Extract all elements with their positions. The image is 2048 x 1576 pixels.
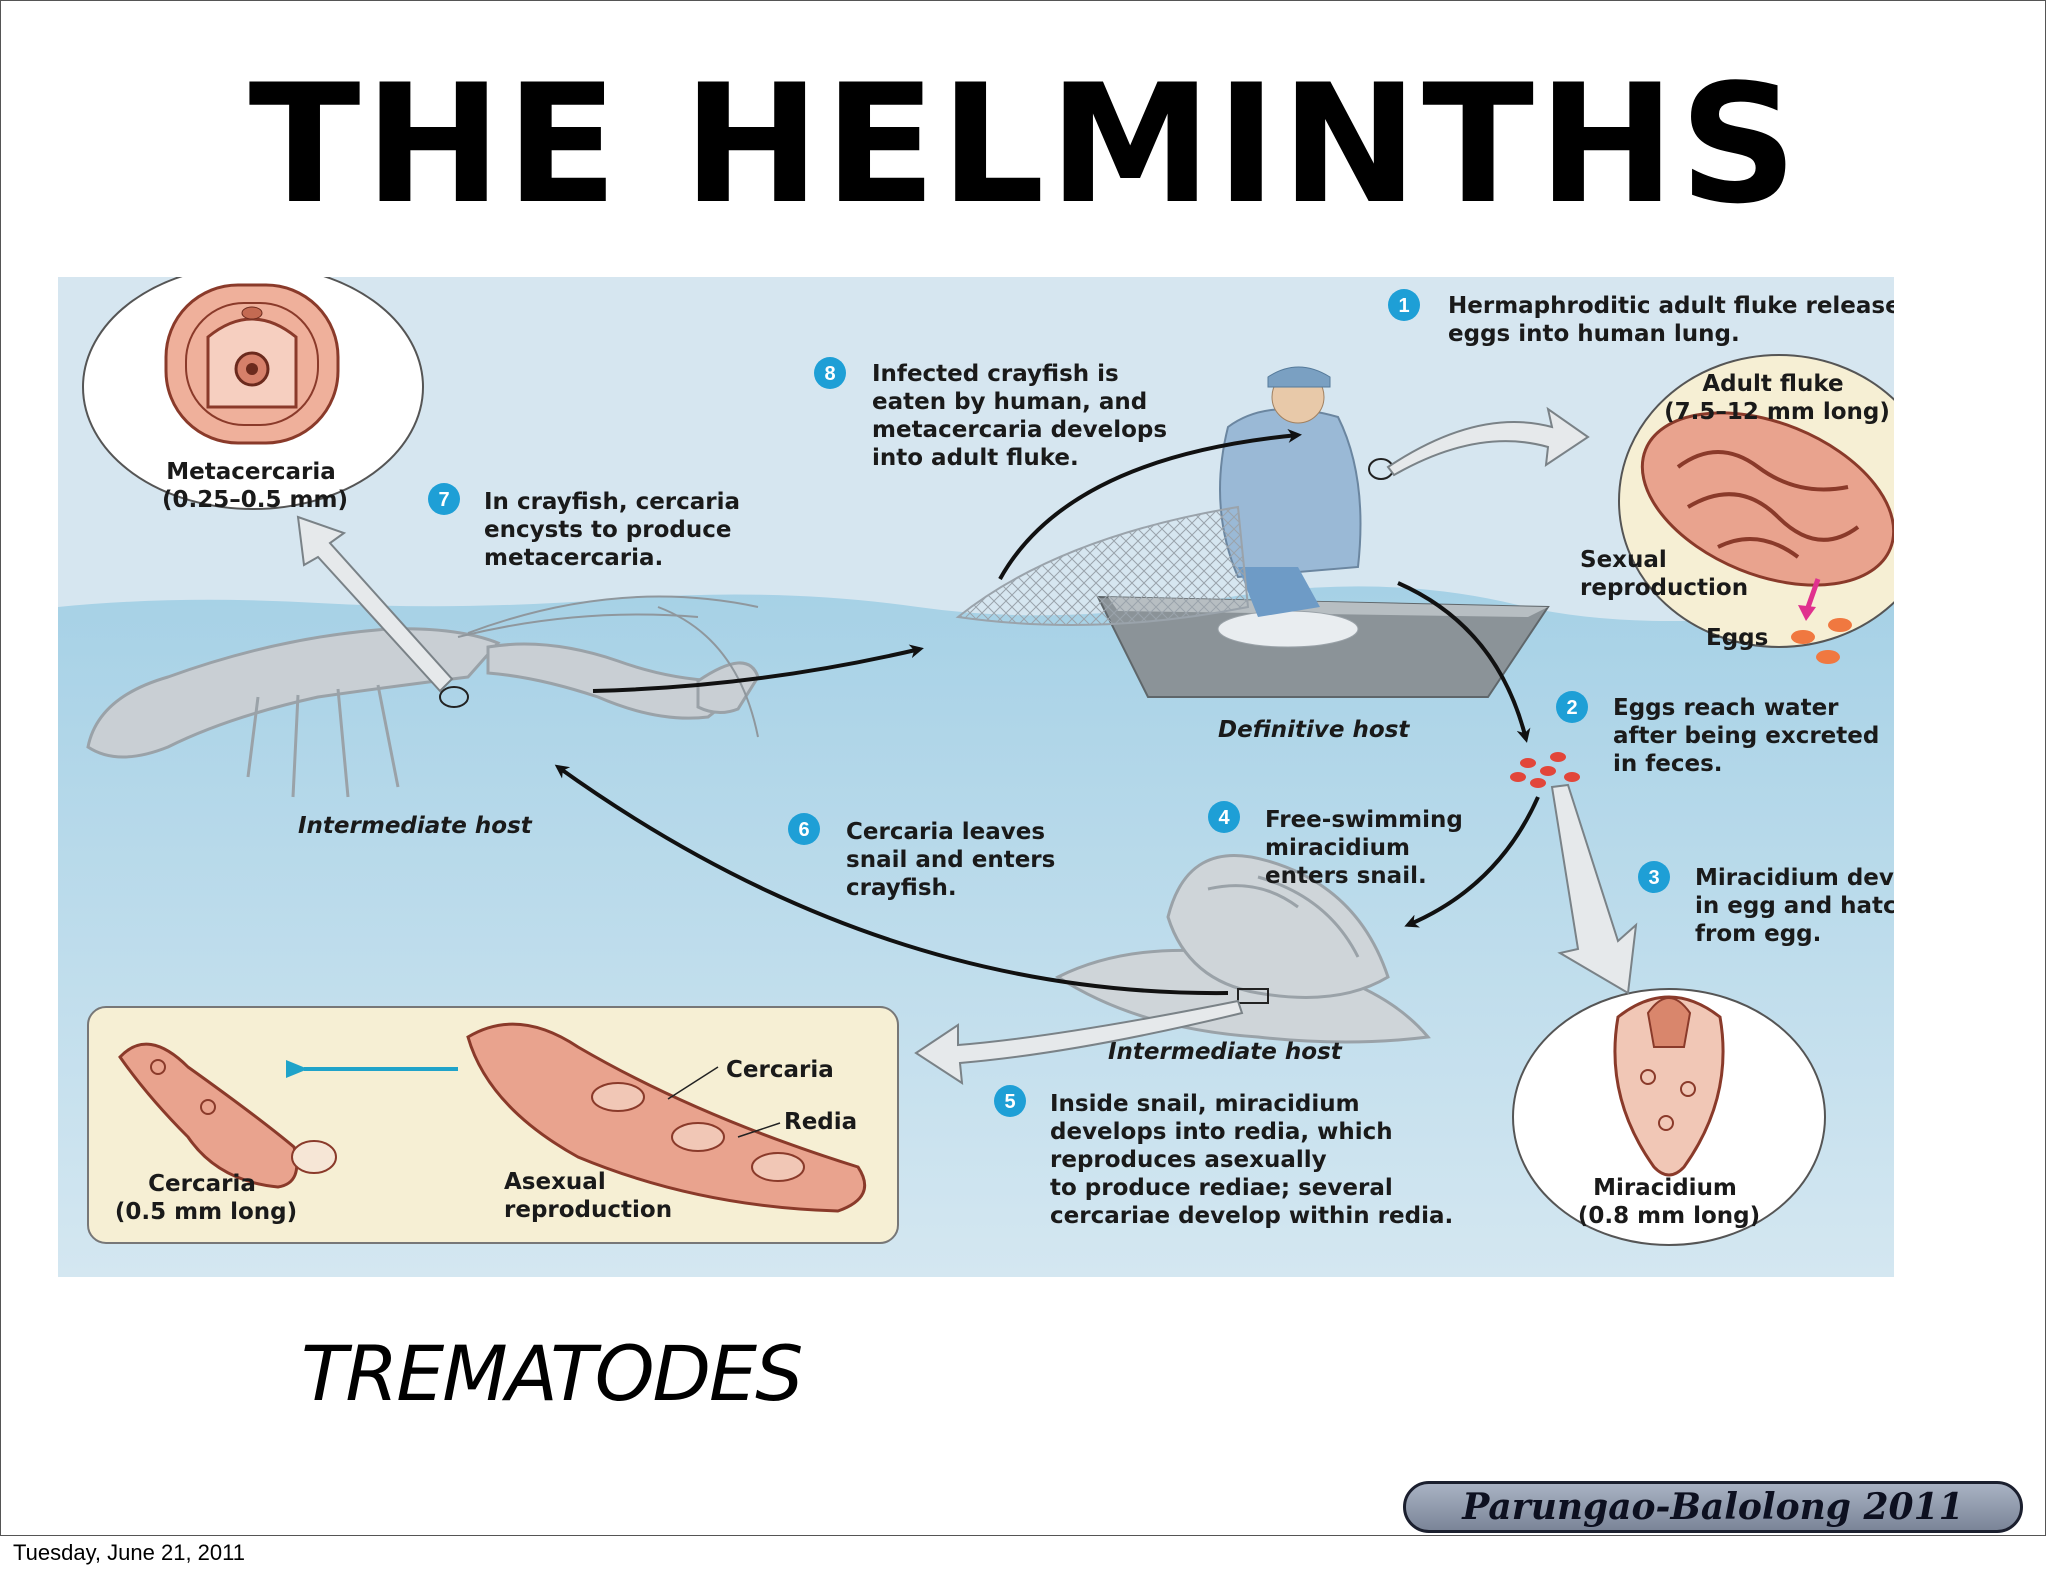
step-badge	[1638, 861, 1670, 893]
step-badge	[1208, 801, 1240, 833]
step-badge	[428, 483, 460, 515]
step-number: 6	[798, 819, 809, 841]
footer-date: Tuesday, June 21, 2011	[13, 1540, 245, 1565]
snail-infection-site	[1237, 988, 1269, 1004]
step-2: 2 Eggs reach water after being excreted …	[1556, 691, 1887, 777]
redia-illustration	[466, 1022, 867, 1213]
asexual-reproduction-label: Asexual reproduction	[504, 1169, 672, 1223]
adult-fluke-label: Adult fluke (7.5–12 mm long)	[1664, 371, 1890, 425]
arrow-crayfish-to-human	[592, 644, 924, 693]
cercaria-label: Cercaria	[726, 1057, 834, 1083]
step-text: Cercaria leaves snail and enters crayfis…	[846, 819, 1063, 901]
crayfish-infection-site	[439, 686, 469, 708]
credit-badge: Parungao-Balolong 2011	[1403, 1481, 2023, 1533]
step-badge	[1388, 289, 1420, 321]
step-number: 5	[1004, 1091, 1015, 1113]
step-6: 6 Cercaria leaves snail and enters crayf…	[788, 813, 1063, 901]
snail-illustration	[1054, 853, 1431, 1044]
step-badge	[1556, 691, 1588, 723]
sexual-reproduction-label: Sexual reproduction	[1580, 547, 1748, 601]
callout-crayfish-to-metacercaria	[296, 515, 454, 693]
definitive-host-label: Definitive host	[1218, 717, 1410, 743]
life-cycle-diagram: Metacercaria (0.25–0.5 mm) Adult fluke (…	[58, 277, 1894, 1277]
step-number: 8	[824, 363, 835, 385]
arrow-eggs-to-snail	[1404, 796, 1540, 928]
arrow-net-to-human	[998, 428, 1302, 580]
eggs-in-water-illustration	[1510, 752, 1580, 788]
step-text: Eggs reach water after being excreted in…	[1613, 695, 1887, 777]
miracidium-label: Miracidium (0.8 mm long)	[1578, 1175, 1760, 1229]
step-number: 1	[1398, 295, 1409, 317]
step-number: 2	[1566, 697, 1577, 719]
cercaria-size-label: Cercaria (0.5 mm long)	[115, 1171, 297, 1225]
redia-label: Redia	[784, 1109, 857, 1135]
step-number: 3	[1648, 867, 1659, 889]
arrow-snail-to-crayfish	[554, 764, 1229, 996]
life-cycle-arrows	[554, 428, 1540, 996]
step-1: 1 Hermaphroditic adult fluke releases eg…	[1388, 289, 1894, 347]
metacercaria-label: Metacercaria (0.25–0.5 mm)	[162, 459, 348, 513]
step-8: 8 Infected crayfish is eaten by human, a…	[814, 357, 1175, 471]
step-badge	[788, 813, 820, 845]
crayfish-illustration	[86, 595, 760, 798]
step-5: 5 Inside snail, miracidium develops into…	[994, 1085, 1453, 1229]
callout-eggs-to-miracidium	[1550, 783, 1638, 995]
step-text: In crayfish, cercaria encysts to produce…	[484, 489, 748, 571]
slide-title: THE HELMINTHS	[248, 49, 1802, 240]
step-4: 4 Free-swimming miracidium enters snail.	[1208, 801, 1471, 889]
slide: THE HELMINTHS	[0, 0, 2046, 1536]
step-text: Miracidium develops in egg and hatches f…	[1695, 865, 1894, 947]
miracidium-illustration	[1512, 988, 1826, 1246]
step-text: Free-swimming miracidium enters snail.	[1265, 807, 1471, 889]
adult-fluke-illustration	[1618, 354, 1894, 664]
arrow-boat-to-eggs	[1397, 581, 1531, 743]
step-text: Infected crayfish is eaten by human, and…	[872, 361, 1175, 471]
callout-snail-to-panel	[914, 999, 1244, 1085]
step-badge	[814, 357, 846, 389]
gray-callout-arrows	[296, 406, 1638, 1085]
step-3: 3 Miracidium develops in egg and hatches…	[1638, 861, 1894, 947]
fisherman-boat-illustration	[955, 366, 1550, 698]
cercaria-illustration	[118, 1042, 337, 1189]
metacercaria-illustration	[82, 277, 424, 510]
step-text: Inside snail, miracidium develops into r…	[1050, 1091, 1453, 1229]
step-text: Hermaphroditic adult fluke releases eggs…	[1448, 293, 1894, 347]
step-number: 7	[438, 489, 449, 511]
callout-fluke-to-circle	[1386, 406, 1590, 477]
eggs-label: Eggs	[1706, 625, 1768, 651]
step-number: 4	[1218, 807, 1230, 829]
slide-subtitle: TREMATODES	[301, 1329, 803, 1418]
intermediate-host-snail-label: Intermediate host	[1108, 1039, 1343, 1065]
step-7: 7 In crayfish, cercaria encysts to produ…	[428, 483, 748, 571]
step-badge	[994, 1085, 1026, 1117]
intermediate-host-crayfish-label: Intermediate host	[298, 813, 533, 839]
